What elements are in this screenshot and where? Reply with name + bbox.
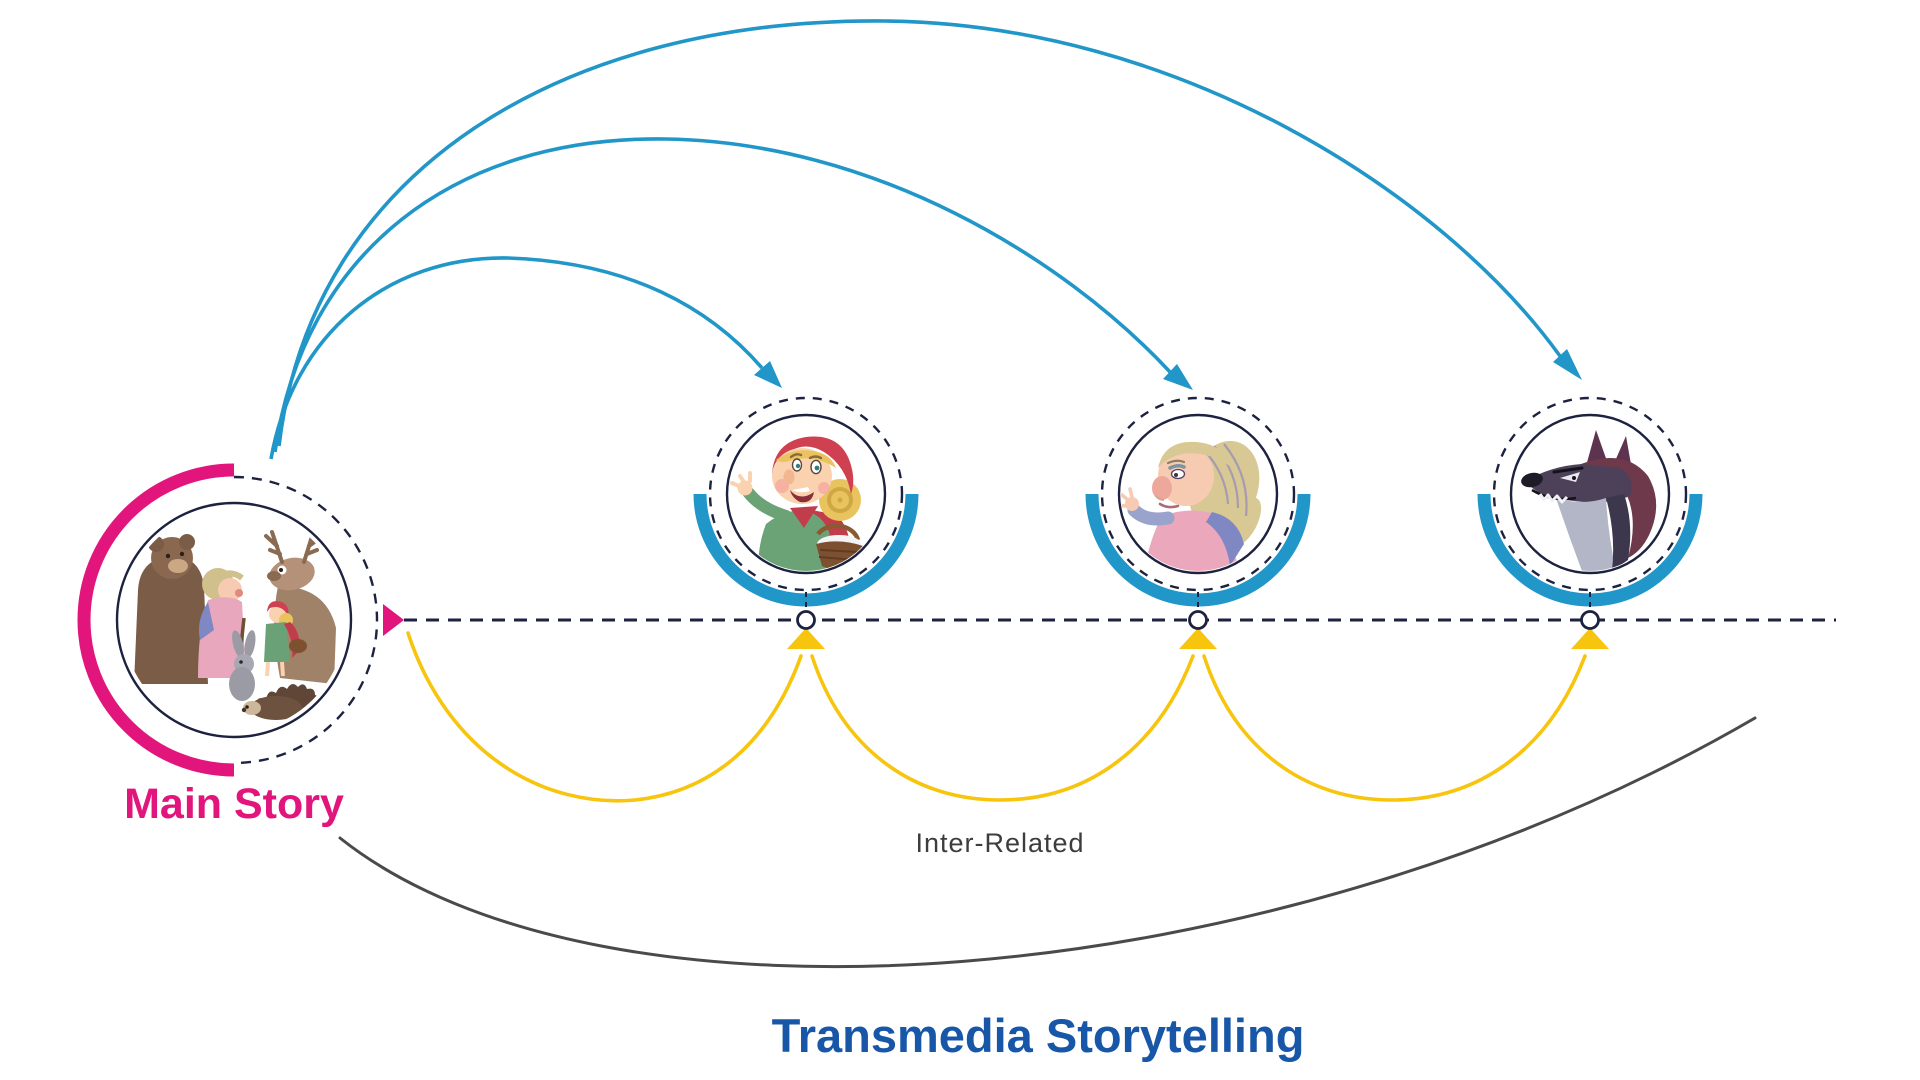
inter-related-arcs: [406, 628, 1609, 803]
main-story-illustration: [134, 528, 336, 720]
blue-story-arcs: [269, 19, 1582, 460]
node-3-blue-arc: [1477, 493, 1703, 607]
yellow-arrowhead-node-1-icon: [787, 628, 825, 649]
blue-arc-to-node-3: [277, 19, 1562, 447]
main-story-pink-arc: [77, 463, 235, 777]
node-2-blue-arc: [1085, 493, 1311, 607]
blue-arrowhead-node-3-icon: [1553, 349, 1582, 380]
yellow-arc-3: [1202, 654, 1587, 802]
rabbit-figure: [229, 630, 256, 701]
grandmother-illustration: [1121, 441, 1262, 571]
transmedia-storytelling-label: Transmedia Storytelling: [772, 1009, 1305, 1062]
yellow-arrowhead-node-3-icon: [1571, 628, 1609, 649]
inter-related-label: Inter-Related: [915, 828, 1084, 858]
node-3-dashed-ring: [1492, 396, 1688, 592]
bear-figure: [134, 534, 208, 684]
main-story-node: [77, 463, 379, 777]
red-riding-hood-figure: [264, 601, 307, 677]
main-story-dashed-ring: [233, 475, 379, 765]
timeline-start-arrow-icon: [383, 604, 404, 636]
node-wolf: [1477, 396, 1703, 630]
node-grandmother: [1085, 396, 1311, 630]
yellow-arrowhead-node-2-icon: [1179, 628, 1217, 649]
blue-arc-to-node-1: [269, 256, 764, 460]
reindeer-figure: [264, 528, 336, 684]
blue-arrowhead-node-2-icon: [1163, 364, 1193, 390]
node-1-dashed-ring: [708, 396, 904, 592]
node-2-dashed-ring: [1100, 396, 1296, 592]
yellow-arc-1: [406, 631, 803, 803]
wolf-illustration: [1521, 430, 1657, 571]
main-story-label: Main Story: [124, 780, 344, 828]
transmedia-arc: [338, 716, 1757, 969]
grandma-figure: [198, 568, 246, 678]
node-2-timeline-marker: [1188, 610, 1208, 630]
node-1-blue-arc: [693, 493, 919, 607]
yellow-arc-2: [810, 654, 1195, 802]
node-3-timeline-marker: [1580, 610, 1600, 630]
blue-arrowhead-node-1-icon: [754, 361, 782, 388]
node-1-timeline-marker: [796, 610, 816, 630]
node-red-riding-hood: [693, 396, 919, 630]
blue-arc-to-node-2: [273, 137, 1172, 453]
